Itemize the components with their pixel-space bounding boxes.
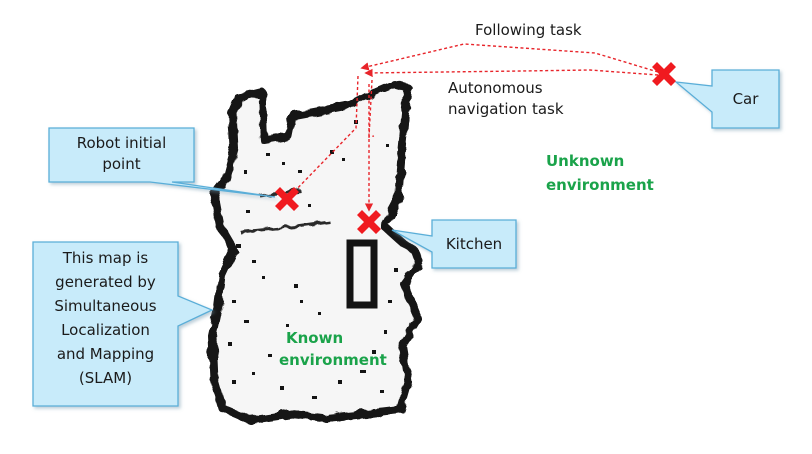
slam-line-4: Localization — [61, 321, 150, 339]
kitchen-callout-shape — [391, 219, 517, 269]
slam-line-6: (SLAM) — [78, 369, 133, 387]
unknown-env-line1: Unknown — [546, 152, 625, 170]
robot-label-line1: Robot initial — [76, 134, 167, 152]
car-marker-icon — [652, 62, 676, 86]
known-env-line2: environment — [279, 351, 387, 369]
slam-line-1: This map is — [62, 249, 149, 267]
map-outline — [208, 80, 424, 424]
path-to-kitchen — [368, 79, 375, 138]
kitchen-block — [346, 239, 378, 309]
unknown-env-line2: environment — [546, 176, 654, 194]
path-to-robot — [288, 75, 359, 198]
autonomous-navigation-path — [364, 68, 659, 78]
car-callout-shape — [673, 69, 780, 129]
robot-callout-shape — [48, 127, 276, 198]
slam-line-2: generated by — [55, 273, 156, 291]
slam-map — [208, 80, 424, 424]
slam-callout-shape — [32, 241, 214, 407]
autonomous-task-label-line2: navigation task — [448, 100, 564, 118]
kitchen-label: Kitchen — [445, 235, 503, 253]
robot-label-line2: point — [102, 155, 141, 173]
task-paths — [288, 43, 659, 212]
slam-line-3: Simultaneous — [54, 297, 157, 315]
callouts — [32, 69, 780, 407]
map-noise-dots — [228, 120, 398, 399]
slam-line-5: and Mapping — [56, 345, 155, 363]
following-task-label: Following task — [475, 21, 582, 39]
following-task-path — [360, 43, 659, 73]
known-env-line1: Known — [286, 329, 344, 347]
car-label: Car — [732, 90, 759, 108]
autonomous-task-label-line1: Autonomous — [448, 79, 543, 97]
